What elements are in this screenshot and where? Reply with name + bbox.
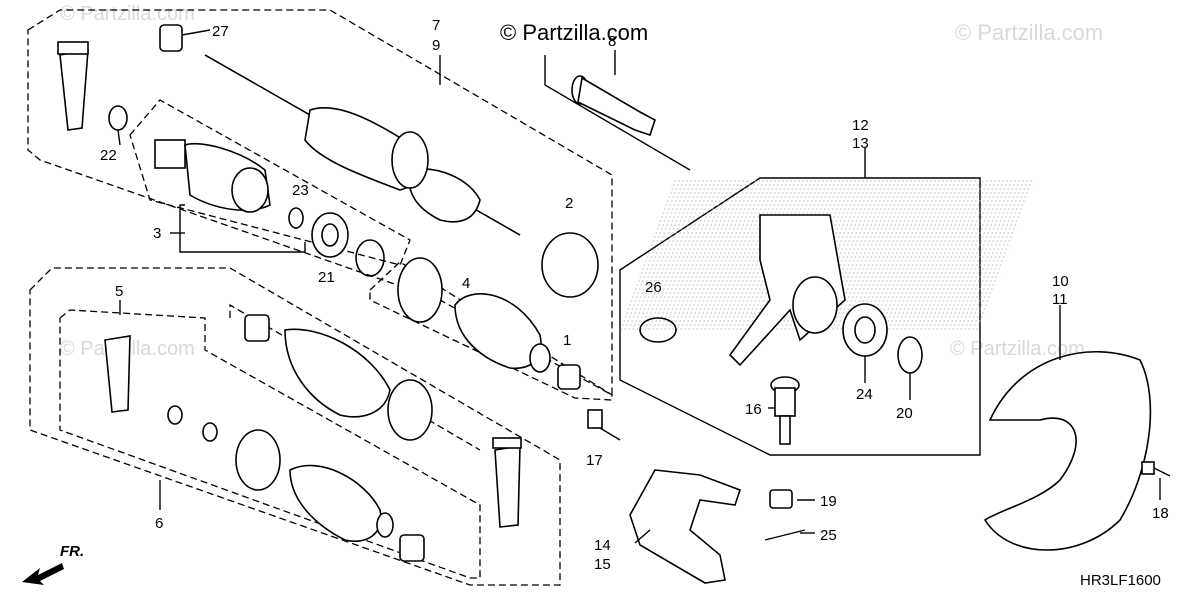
axle-assembly-outline xyxy=(27,9,613,397)
watermark-right: © Partzilla.com xyxy=(950,338,1085,360)
kit-snap-ring-a xyxy=(167,405,183,425)
callout-2: 2 xyxy=(565,195,573,212)
callout-19: 19 xyxy=(820,493,837,510)
boot-kit-inner-outline xyxy=(59,309,481,579)
snap-ring-23 xyxy=(288,207,304,229)
arm-guard xyxy=(629,469,742,584)
inner-joint-outline xyxy=(129,99,411,266)
diagram-code: HR3LF1600 xyxy=(1080,572,1161,589)
kit-band-large-bottom xyxy=(235,429,281,491)
callout-18: 18 xyxy=(1152,505,1169,522)
callout-27: 27 xyxy=(212,23,229,40)
disc-cover xyxy=(983,350,1152,551)
direction-label: FR. xyxy=(60,543,84,560)
drive-shaft xyxy=(204,54,521,236)
shaft-bracket-line xyxy=(544,55,691,171)
wheel-bearing-24 xyxy=(842,303,888,357)
kit-band-large-top xyxy=(387,379,433,441)
bolt-17 xyxy=(587,409,603,429)
watermark-topright: © Partzilla.com xyxy=(955,20,1103,45)
callout-16: 16 xyxy=(745,401,762,418)
kit-band-small-top xyxy=(244,314,270,342)
castle-nut-19 xyxy=(769,489,793,509)
callout-7: 7 xyxy=(432,17,440,34)
callout-9: 9 xyxy=(432,37,440,54)
kit-inner-boot xyxy=(284,328,391,418)
callout-5: 5 xyxy=(115,283,123,300)
band-2 xyxy=(541,232,599,298)
callout-22: 22 xyxy=(100,147,117,164)
ball-joint-16 xyxy=(770,376,800,445)
watermark-top: © Partzilla.com xyxy=(500,20,648,45)
callout-14: 14 xyxy=(594,537,611,554)
callout-15: 15 xyxy=(594,556,611,573)
band-1 xyxy=(557,364,581,390)
leader-lines xyxy=(117,29,1161,544)
front-direction-arrow xyxy=(22,563,64,585)
callout-3: 3 xyxy=(153,225,161,242)
circlip-20 xyxy=(897,336,923,374)
kit-band-small-bottom xyxy=(399,534,425,562)
bearing-cage xyxy=(311,212,349,258)
kit-snap-ring-b xyxy=(202,422,218,442)
steering-knuckle xyxy=(728,214,846,367)
callout-13: 13 xyxy=(852,135,869,152)
bolt-18 xyxy=(1141,461,1171,477)
cotter-pin-25 xyxy=(764,529,806,541)
band-27 xyxy=(159,24,183,52)
callout-17: 17 xyxy=(586,452,603,469)
callout-11: 11 xyxy=(1052,291,1068,308)
circlip-21 xyxy=(355,239,385,277)
inner-joint-3 xyxy=(154,139,271,213)
watermark-topleft: © Partzilla.com xyxy=(60,3,195,25)
grease-tube-top xyxy=(57,41,89,131)
callout-25: 25 xyxy=(820,527,837,544)
circlip-26 xyxy=(639,317,677,343)
shaft-8 xyxy=(571,75,656,137)
callout-21: 21 xyxy=(318,269,335,286)
callout-26: 26 xyxy=(645,279,662,296)
kit-outer-boot xyxy=(289,464,394,542)
knuckle-group-outline xyxy=(619,177,981,456)
grease-tube-kit-right xyxy=(492,437,522,528)
callout-6: 6 xyxy=(155,515,163,532)
callout-12: 12 xyxy=(852,117,869,134)
callout-10: 10 xyxy=(1052,273,1069,290)
callout-23: 23 xyxy=(292,182,309,199)
callout-4: 4 xyxy=(462,275,470,292)
grease-tube-kit-left xyxy=(104,335,131,413)
snap-ring-22 xyxy=(108,105,128,131)
boot-kit-outer-outline xyxy=(29,267,561,586)
callout-numbers: 7 9 8 27 22 23 3 21 2 4 1 5 6 12 13 26 2… xyxy=(100,17,1169,573)
callout-8: 8 xyxy=(608,33,616,50)
callout-1: 1 xyxy=(563,332,571,349)
bolt-17-leader xyxy=(599,427,621,441)
outer-boot xyxy=(454,293,551,373)
band-4 xyxy=(397,257,443,323)
callout-20: 20 xyxy=(896,405,913,422)
callout-24: 24 xyxy=(856,386,873,403)
